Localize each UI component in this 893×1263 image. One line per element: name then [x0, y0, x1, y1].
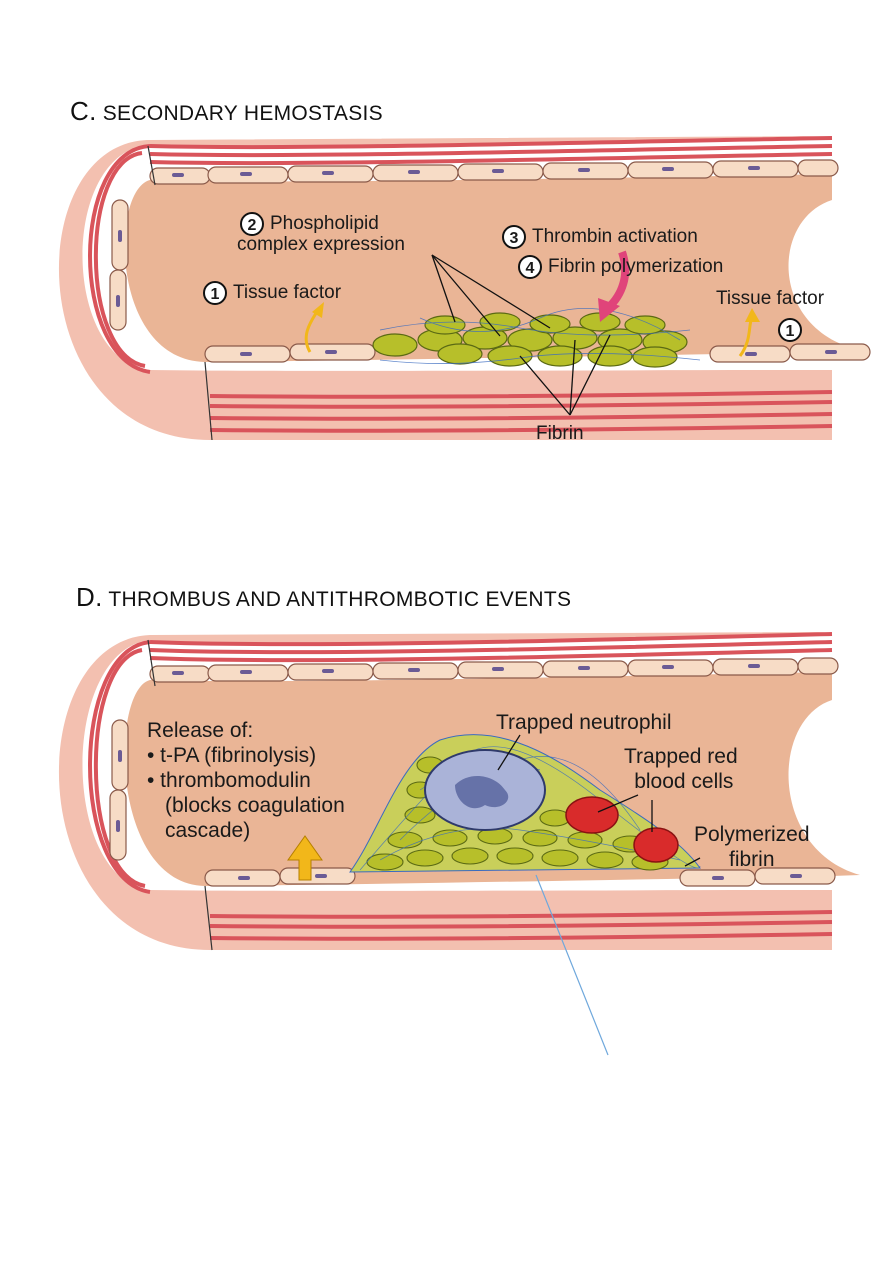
- tissue-factor-right-text: Tissue factor: [716, 288, 825, 309]
- step3-number-icon: 3: [502, 225, 526, 249]
- panel-d-title-text: THROMBUS AND ANTITHROMBOTIC EVENTS: [108, 588, 572, 611]
- step4-label: 4 Fibrin polymerization: [518, 255, 723, 279]
- polymerized-fibrin-line2: fibrin: [729, 848, 775, 871]
- release-item-thrombomodulin-desc: (blocks coagulation: [165, 794, 345, 817]
- vessel-c: [58, 136, 871, 441]
- step1-right-number-box: 1: [778, 318, 808, 342]
- tissue-factor-left-text: Tissue factor: [233, 282, 342, 304]
- release-title: Release of:: [147, 719, 254, 742]
- release-item-thrombomodulin-desc2: cascade): [165, 819, 251, 842]
- step4-number-icon: 4: [518, 255, 542, 279]
- polymerized-fibrin-line1: Polymerized: [694, 823, 810, 846]
- fibrin-label-text: Fibrin: [536, 423, 584, 444]
- neutrophil-label: Trapped neutrophil: [496, 710, 672, 735]
- panel-c-title: C. SECONDARY HEMOSTASIS: [70, 96, 383, 127]
- release-list: Release of: • t-PA (fibrinolysis) • thro…: [147, 718, 345, 843]
- step2-number-icon: 2: [240, 212, 264, 236]
- step3-label-text: Thrombin activation: [532, 226, 698, 248]
- trapped-rbc-2: [633, 827, 679, 863]
- step1-right-number-icon: 1: [778, 318, 802, 342]
- tissue-factor-right-label: Tissue factor: [716, 288, 824, 310]
- panel-d-title: D. THROMBUS AND ANTITHROMBOTIC EVENTS: [76, 582, 571, 613]
- vessel-d-outer-wall: [58, 632, 832, 950]
- fibrin-label: Fibrin: [536, 423, 584, 445]
- step2-label-line1: Phospholipid: [270, 213, 379, 235]
- release-item-tpa: • t-PA (fibrinolysis): [147, 744, 317, 767]
- polymerized-fibrin-label: Polymerized fibrin: [694, 822, 810, 872]
- vessel-c-nuclei: [116, 166, 837, 356]
- step2-label-line2-box: complex expression: [237, 234, 405, 256]
- step1-left-number-icon: 1: [203, 281, 227, 305]
- neutrophil-label-text: Trapped neutrophil: [496, 711, 672, 734]
- rbc-label: Trapped red blood cells: [624, 744, 738, 794]
- step2-label-line2: complex expression: [237, 234, 405, 255]
- vessel-c-outer-wall: [58, 136, 832, 440]
- vessel-c-wall-stripes: [88, 136, 833, 433]
- annotation-line: [535, 874, 609, 1056]
- rbc-label-line1: Trapped red: [624, 745, 738, 768]
- rbc-label-line2: blood cells: [634, 770, 734, 793]
- step2-label: 2 Phospholipid: [240, 212, 379, 236]
- panel-c-title-text: SECONDARY HEMOSTASIS: [102, 102, 383, 125]
- panel-c-letter: C.: [70, 96, 97, 126]
- release-arrow: [287, 835, 323, 881]
- panel-d-letter: D.: [76, 582, 103, 612]
- vessel-c-pointer-lines: [431, 254, 611, 416]
- release-item-thrombomodulin: • thrombomodulin: [147, 769, 311, 792]
- vessel-d-wall-stripes: [88, 632, 833, 941]
- trapped-rbc-1: [565, 796, 619, 834]
- step4-label-text: Fibrin polymerization: [548, 256, 724, 278]
- vessel-c-endothelium: [109, 159, 871, 363]
- vessel-d: [58, 632, 861, 1056]
- vessel-c-lumen: [124, 174, 861, 362]
- step3-label: 3 Thrombin activation: [502, 225, 698, 249]
- vessel-d-pointer-lines: [497, 734, 701, 867]
- tissue-factor-left-label: 1 Tissue factor: [203, 281, 341, 305]
- vessel-d-nuclei: [116, 664, 802, 880]
- vessel-c-fibrin-mesh: [379, 308, 701, 364]
